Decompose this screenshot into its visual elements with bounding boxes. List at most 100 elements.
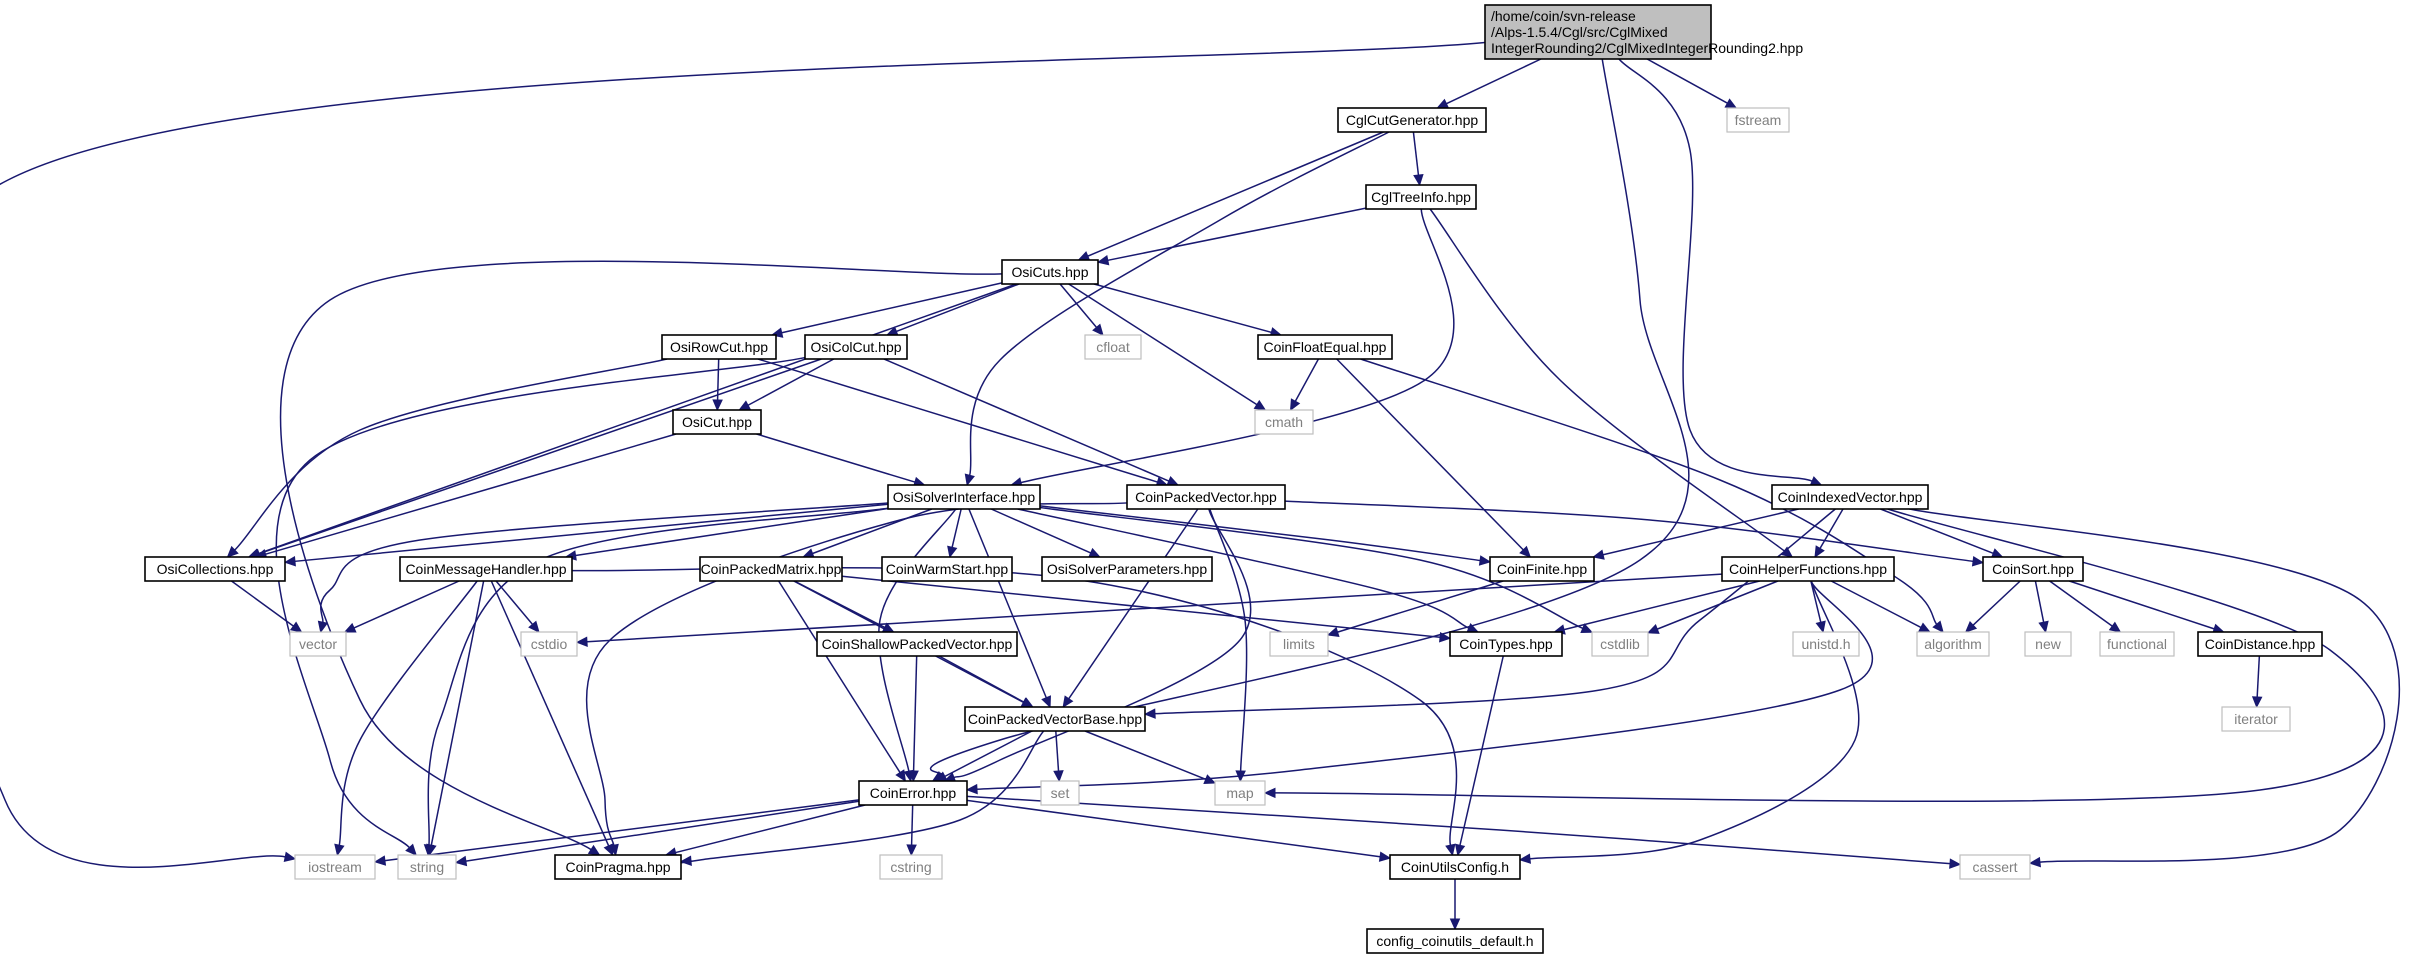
node-coinfinite[interactable]: CoinFinite.hpp: [1489, 556, 1595, 582]
node-coinsort[interactable]: CoinSort.hpp: [1982, 556, 2084, 582]
arrowhead-coinindexed-to-coinfinite: [1592, 549, 1605, 560]
arrowhead-cglcut-to-osisolver: [964, 473, 975, 487]
node-coinpvbase[interactable]: CoinPackedVectorBase.hpp: [964, 706, 1146, 732]
node-cointypes[interactable]: CoinTypes.hpp: [1449, 631, 1563, 657]
node-label-coinhelper: CoinHelperFunctions.hpp: [1729, 561, 1887, 577]
node-coinindexed[interactable]: CoinIndexedVector.hpp: [1771, 484, 1929, 510]
edge-cointypes-to-coinutilsconfig: [1459, 655, 1504, 846]
edge-coinmsg-to-vector: [353, 580, 460, 629]
node-label-osiparams: OsiSolverParameters.hpp: [1047, 561, 1208, 577]
arrowhead-coinerror-to-cassert: [1949, 858, 1962, 869]
node-box-coinpackedmat: [699, 556, 843, 582]
node-box-osirowcut: [661, 334, 777, 360]
node-osicut[interactable]: OsiCut.hpp: [672, 409, 762, 435]
node-coinpackedmat[interactable]: CoinPackedMatrix.hpp: [699, 556, 843, 582]
node-coinwarm[interactable]: CoinWarmStart.hpp: [881, 556, 1013, 582]
node-cglcut[interactable]: CglCutGenerator.hpp: [1337, 107, 1487, 133]
edge-coinhelper-to-unistd: [1810, 580, 1822, 623]
node-label-coinindexed: CoinIndexedVector.hpp: [1778, 489, 1923, 505]
node-label-osicolcut: OsiColCut.hpp: [810, 339, 901, 355]
arrowhead-coinmsg-to-cstdio: [528, 620, 540, 633]
arrowhead-coinindexed-to-cassert: [2028, 856, 2042, 868]
node-box-iostream: [294, 854, 376, 880]
node-label-root-line-1: /home/coin/svn-release: [1491, 8, 1636, 24]
node-label-coinpackedmat: CoinPackedMatrix.hpp: [701, 561, 842, 577]
node-coinpackedvec[interactable]: CoinPackedVector.hpp: [1126, 484, 1286, 510]
node-label-coindistance: CoinDistance.hpp: [2205, 636, 2316, 652]
node-box-unistd: [1792, 631, 1860, 657]
node-configdefault[interactable]: config_coinutils_default.h: [1366, 928, 1544, 954]
arrowhead-cglcut-to-osicuts: [1077, 251, 1091, 261]
node-label-cstdlib: cstdlib: [1600, 636, 1640, 652]
arrowhead-cointypes-to-coinutilsconfig: [1454, 843, 1466, 857]
edge-osicut-to-osisolver: [756, 433, 916, 483]
arrowhead-coinutilsconfig-to-configdefault: [1449, 918, 1461, 931]
edge-coinhelper-to-algorithm: [1830, 580, 1922, 629]
edge-coinpvbase-to-coinerror: [944, 730, 1033, 778]
node-osicuts[interactable]: OsiCuts.hpp: [1001, 259, 1099, 285]
node-root[interactable]: /home/coin/svn-release/Alps-1.5.4/Cgl/sr…: [1484, 4, 1803, 60]
node-osisolver[interactable]: OsiSolverInterface.hpp: [887, 484, 1041, 510]
node-coinhelper[interactable]: CoinHelperFunctions.hpp: [1721, 556, 1895, 582]
edge-coinhelper-to-cstdlib: [1657, 580, 1779, 630]
arrowhead-cglcut-to-cgltree: [1413, 173, 1424, 187]
edge-coinhelper-to-cstdio: [586, 573, 1723, 643]
node-coinpragma[interactable]: CoinPragma.hpp: [554, 854, 682, 880]
node-coinutilsconfig[interactable]: CoinUtilsConfig.h: [1389, 854, 1521, 880]
node-box-cointypes: [1449, 631, 1563, 657]
edge-coinerror-to-coinutilsconfig: [966, 799, 1381, 858]
node-label-coinfloat: CoinFloatEqual.hpp: [1264, 339, 1387, 355]
edge-coinerror-to-cstring: [910, 804, 914, 846]
arrowhead-coinfinite-to-limits: [1326, 626, 1340, 637]
node-box-coinindexed: [1771, 484, 1929, 510]
node-label-iterator: iterator: [2234, 711, 2278, 727]
arrowhead-coinindexed-to-map: [1263, 787, 1276, 799]
arrowhead-coinmsg-to-iostream: [334, 843, 345, 857]
node-label-osirowcut: OsiRowCut.hpp: [670, 339, 768, 355]
node-cgltree[interactable]: CglTreeInfo.hpp: [1365, 184, 1477, 210]
node-osirowcut[interactable]: OsiRowCut.hpp: [661, 334, 777, 360]
edge-osicoll-to-vector: [231, 580, 294, 627]
arrowhead-coinpackedvec-to-coinpvbase: [1062, 695, 1074, 709]
edge-cgltree-to-osicuts: [1107, 207, 1367, 262]
node-label-vector: vector: [299, 636, 337, 652]
node-label-coinmsg: CoinMessageHandler.hpp: [405, 561, 566, 577]
node-osiparams[interactable]: OsiSolverParameters.hpp: [1041, 556, 1213, 582]
node-box-string: [397, 854, 457, 880]
edge-coinpvbase-to-map: [1084, 730, 1206, 780]
node-box-coinpackedvec: [1126, 484, 1286, 510]
arrowhead-osicuts-to-cmath: [1253, 399, 1267, 411]
node-label-iostream: iostream: [308, 859, 362, 875]
node-box-coindistance: [2197, 631, 2323, 657]
node-label-limits: limits: [1283, 636, 1315, 652]
node-label-cglcut: CglCutGenerator.hpp: [1346, 112, 1479, 128]
node-coinfloat[interactable]: CoinFloatEqual.hpp: [1257, 334, 1393, 360]
edge-coinindexed-to-cassert: [1909, 508, 2401, 863]
edge-coinhelper-to-coinutilsconfig: [1529, 580, 1860, 860]
edge-osicuts-to-osicolcut: [896, 283, 1020, 333]
node-limits: limits: [1269, 631, 1329, 657]
edge-coinshallow-to-coinpvbase: [938, 655, 1025, 703]
edge-coinhelper-to-coinerror: [976, 580, 1873, 790]
edge-osirowcut-to-coinpackedvec: [757, 358, 1158, 483]
node-label-coinpackedvec: CoinPackedVector.hpp: [1135, 489, 1277, 505]
node-osicoll[interactable]: OsiCollections.hpp: [144, 556, 286, 582]
node-osicolcut[interactable]: OsiColCut.hpp: [804, 334, 908, 360]
node-box-functional: [2099, 631, 2175, 657]
node-box-coinerror: [858, 780, 968, 806]
arrowhead-coinmsg-to-coinutilsconfig: [1445, 843, 1456, 857]
edge-coinpackedmat-to-coinerror: [777, 580, 901, 773]
node-coinmsg[interactable]: CoinMessageHandler.hpp: [399, 556, 573, 582]
arrowhead-root-to-coinindexed: [1809, 476, 1823, 486]
node-coindistance[interactable]: CoinDistance.hpp: [2197, 631, 2323, 657]
edge-coinpackedmat-to-cointypes: [841, 575, 1441, 639]
edge-cgltree-to-osisolver: [1020, 208, 1455, 484]
node-label-cstring: cstring: [890, 859, 931, 875]
node-coinshallow[interactable]: CoinShallowPackedVector.hpp: [816, 631, 1018, 657]
node-label-root-line-2: /Alps-1.5.4/Cgl/src/CglMixed: [1491, 24, 1668, 40]
node-coinerror[interactable]: CoinError.hpp: [858, 780, 968, 806]
edge-root-to-cglcut: [1446, 58, 1542, 105]
arrowhead-coinfloat-to-coinfinite: [1519, 545, 1532, 558]
edge-coinindexed-to-coinhelper: [1819, 508, 1844, 549]
edge-cgltree-to-coinhelper: [1429, 208, 1785, 552]
